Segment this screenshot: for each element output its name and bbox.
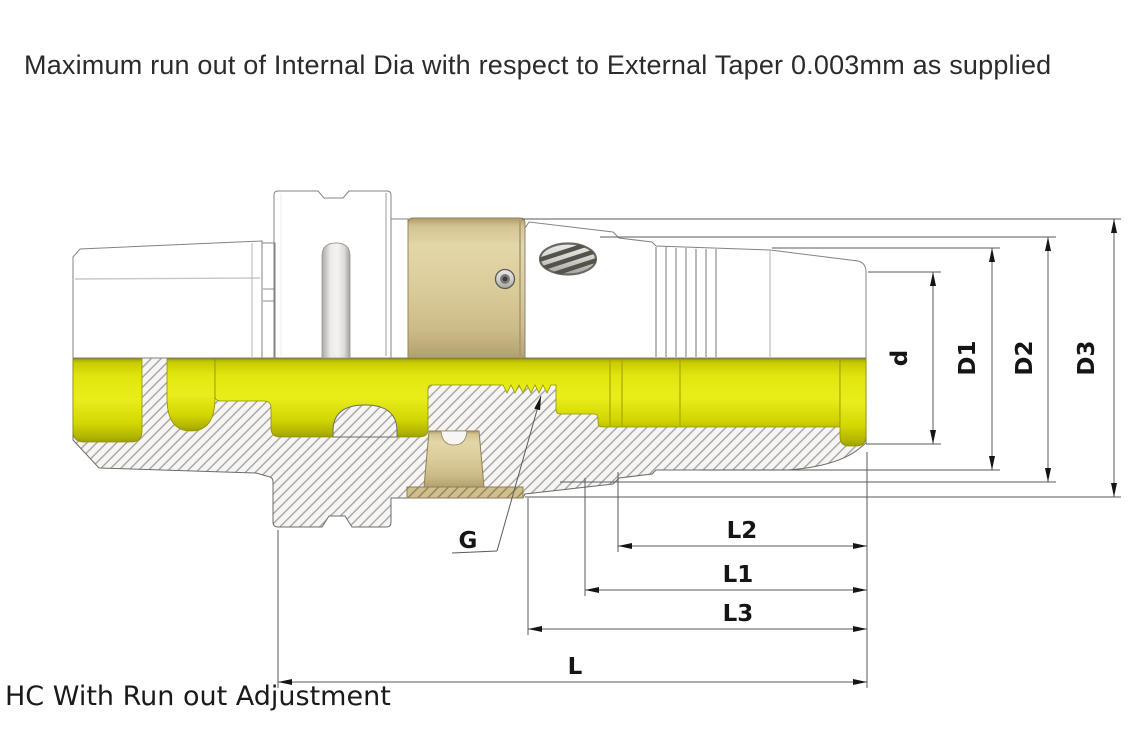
dim-label-L3: L3 xyxy=(723,601,754,627)
collar-step xyxy=(390,218,409,359)
collar-section-foot xyxy=(406,486,524,499)
dim-label-D2: D2 xyxy=(1012,340,1038,375)
dim-label-L2: L2 xyxy=(727,518,758,544)
leader-line-G xyxy=(496,395,542,552)
dim-label-D3: D3 xyxy=(1074,340,1100,375)
diameter-dimensions: d D1 D2 D3 xyxy=(522,218,1121,498)
gripper-neck xyxy=(261,242,276,359)
length-dimensions: L2 L1 L3 L xyxy=(277,452,868,688)
nose-ring-grooves xyxy=(655,247,717,357)
adjustment-screw-hole xyxy=(538,242,598,276)
wedge-notch xyxy=(440,430,468,446)
drive-slot xyxy=(321,242,351,359)
collet-body xyxy=(524,221,867,359)
runout-note-text: Maximum run out of Internal Dia with res… xyxy=(24,50,1052,80)
dim-label-d: d xyxy=(887,350,913,366)
clamp-wedge xyxy=(406,430,524,499)
ball-track-hatch-hump xyxy=(332,404,398,438)
internal-bore-section-yellow xyxy=(72,357,867,447)
flange xyxy=(273,190,392,359)
thread-callout: G xyxy=(451,395,542,554)
dim-label-L: L xyxy=(568,654,583,680)
dim-label-L1: L1 xyxy=(723,562,754,588)
runout-adjustment-collar xyxy=(407,217,526,359)
dim-label-D1: D1 xyxy=(955,340,981,375)
figure-caption: HC With Run out Adjustment xyxy=(5,681,391,712)
taper-shank xyxy=(72,240,263,359)
collar-set-screw xyxy=(494,268,516,290)
dim-label-G: G xyxy=(459,528,478,554)
